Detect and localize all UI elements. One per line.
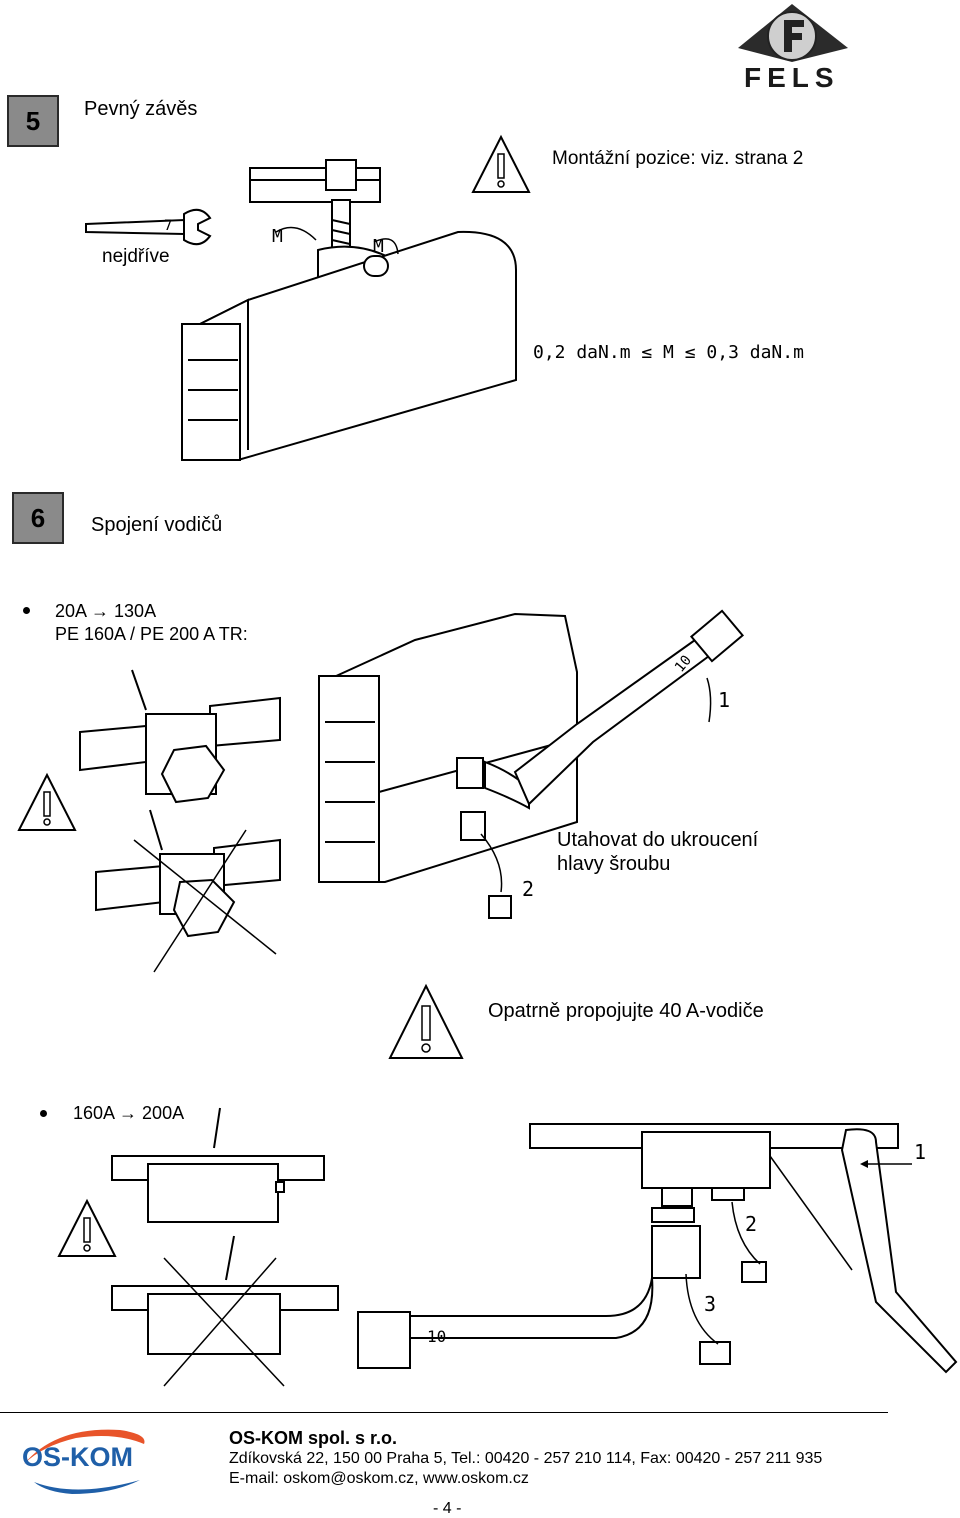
torque-label-left: M	[272, 226, 283, 247]
callout-1: 1	[718, 688, 731, 712]
fels-logo-mark	[738, 4, 848, 62]
bullet-range-2: 160A → 200A	[73, 1103, 185, 1123]
warning-icon	[471, 134, 531, 193]
large-joint-wrong-drawing	[111, 1235, 339, 1387]
callout-1: 1	[914, 1140, 927, 1164]
instruction-line-2: hlavy šroubu	[557, 853, 671, 875]
callout-2: 2	[522, 877, 535, 901]
conductor-joint-wrong-drawing	[95, 809, 281, 973]
step-number-6: 6	[12, 492, 64, 544]
bullet-range-1-types: PE 160A / PE 200 A TR:	[55, 624, 248, 644]
callout-2: 2	[745, 1212, 758, 1236]
bullet-dot	[40, 1110, 47, 1117]
wrench-size-label: 7	[164, 218, 173, 234]
warning-icon	[17, 772, 77, 831]
warning-icon	[57, 1198, 117, 1257]
large-joint-correct-drawing	[111, 1107, 325, 1223]
oskom-logo-text: OS-KOM	[22, 1442, 133, 1472]
first-label: nejdříve	[102, 246, 170, 267]
page-number: - 4 -	[433, 1500, 462, 1517]
rail-joint-wrench-drawing	[318, 609, 745, 919]
caution-note: Opatrně propojujte 40 A-vodiče	[488, 1000, 764, 1022]
mounting-position-note: Montážní pozice: viz. strana 2	[552, 148, 804, 169]
callout-3: 3	[704, 1292, 717, 1316]
warning-icon	[388, 983, 464, 1059]
wrench-size-label: 10	[427, 1327, 447, 1346]
torque-label-right: M	[373, 236, 384, 257]
step-number-5: 5	[7, 95, 59, 147]
footer-divider	[0, 1412, 888, 1413]
step-title-6: Spojení vodičů	[91, 514, 223, 536]
bullet-range-1: 20A → 130A	[55, 601, 157, 621]
oskom-logo: OS-KOM	[16, 1424, 152, 1496]
conductor-joint-correct-drawing	[79, 669, 281, 804]
wrench-icon	[85, 208, 212, 246]
bullet-dot	[23, 607, 30, 614]
company-address: Zdíkovská 22, 150 00 Praha 5, Tel.: 0042…	[229, 1450, 823, 1467]
torque-range: 0,2 daN.m ≤ M ≤ 0,3 daN.m	[533, 342, 804, 363]
large-joint-assembly-drawing	[357, 1123, 958, 1374]
company-name: OS-KOM spol. s r.o.	[229, 1428, 398, 1448]
instruction-line-1: Utahovat do ukroucení	[557, 829, 759, 851]
step-title-5: Pevný závěs	[84, 98, 198, 120]
oskom-logo-swoosh	[24, 1429, 145, 1494]
fels-logo: FELS	[732, 2, 854, 94]
company-contact: E-mail: oskom@oskom.cz, www.oskom.cz	[229, 1470, 529, 1487]
fels-logo-text: FELS	[744, 62, 840, 93]
fixed-hanger-drawing	[181, 159, 517, 461]
